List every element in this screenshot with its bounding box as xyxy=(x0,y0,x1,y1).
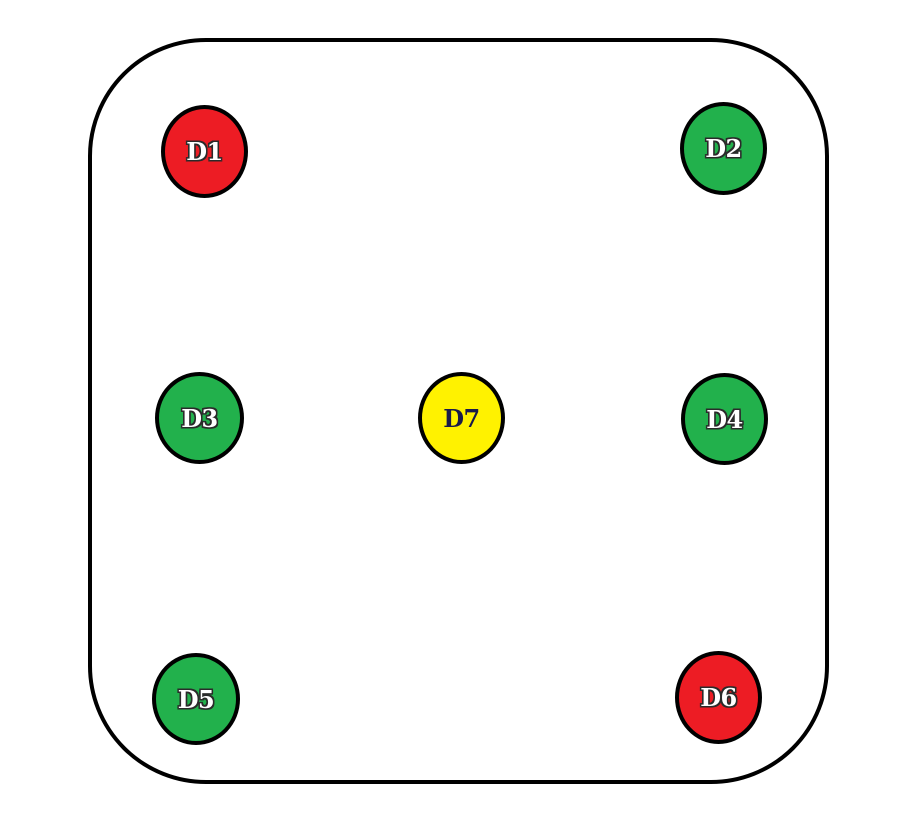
dot-d4-label: D4 xyxy=(706,404,743,434)
dot-d1-label: D1 xyxy=(186,137,223,166)
dot-d7-label: D7 xyxy=(443,403,480,433)
dot-d3: D3 xyxy=(155,372,244,464)
dot-d6: D6 xyxy=(675,651,762,744)
dot-d7: D7 xyxy=(418,372,505,464)
dot-d5-label: D5 xyxy=(177,684,215,714)
dot-d3-label: D3 xyxy=(181,403,218,433)
dot-d2: D2 xyxy=(680,102,767,195)
dot-d5: D5 xyxy=(152,653,240,745)
dot-d4: D4 xyxy=(681,373,768,465)
dot-d2-label: D2 xyxy=(705,134,742,163)
dot-d6-label: D6 xyxy=(700,683,737,712)
dot-d1: D1 xyxy=(161,105,248,198)
